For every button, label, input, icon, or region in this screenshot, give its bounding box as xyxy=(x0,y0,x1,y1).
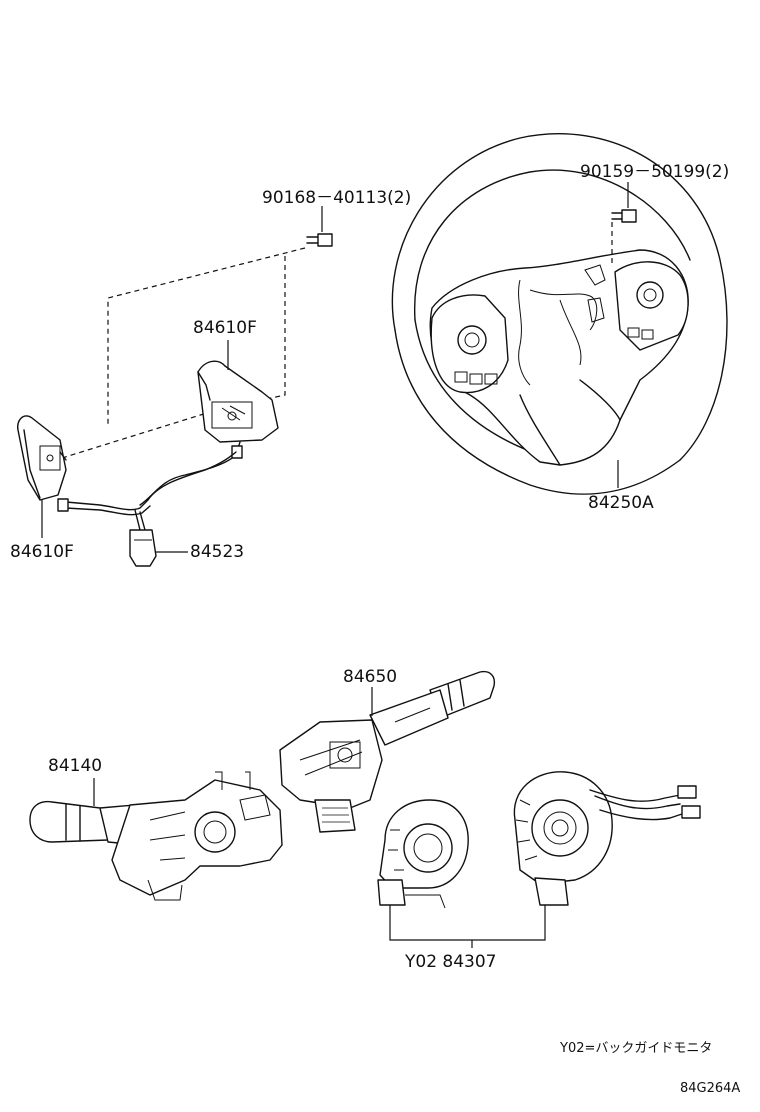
leader-lines xyxy=(41,182,629,948)
paddle-left-drawing xyxy=(17,415,67,501)
label-spiral-cable: Y02 84307 xyxy=(404,952,497,972)
label-wire: 84523 xyxy=(190,542,244,562)
switch-84140-drawing xyxy=(29,771,283,901)
label-bolt-right: 90159－50199(2) xyxy=(580,162,729,182)
label-paddle-right: 84610F xyxy=(193,318,257,338)
switch-84650-drawing xyxy=(279,670,496,833)
steering-wheel-drawing xyxy=(391,133,728,495)
footnote: Y02=バックガイドモニタ xyxy=(559,1041,712,1056)
diagram-code: 84G264A xyxy=(680,1081,740,1096)
label-switch-lower: 84140 xyxy=(48,756,102,776)
spiral-cable-small-drawing xyxy=(377,799,469,909)
label-paddle-left: 84610F xyxy=(10,542,74,562)
wire-drawing xyxy=(57,451,237,567)
label-switch-upper: 84650 xyxy=(343,667,397,687)
paddle-right-drawing xyxy=(139,360,279,506)
bolt-left xyxy=(306,233,333,247)
label-wheel-pad: 84250A xyxy=(588,493,654,513)
label-bolt-left: 90168－40113(2) xyxy=(262,188,411,208)
bolt-right xyxy=(611,209,637,223)
spiral-cable-large-drawing xyxy=(513,771,701,906)
